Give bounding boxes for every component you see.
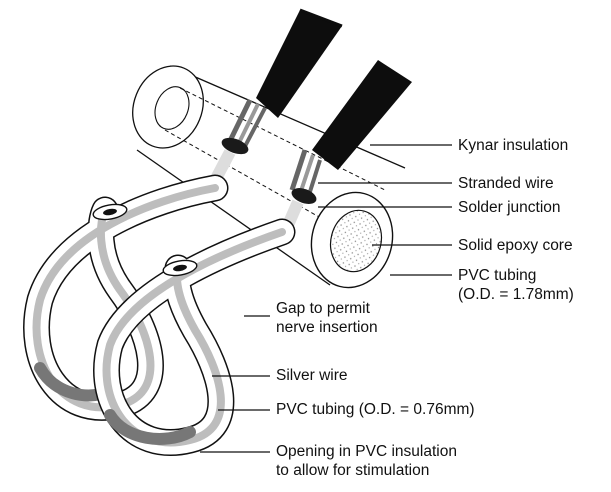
label-pvc-tubing-small: PVC tubing (O.D. = 0.76mm): [276, 401, 475, 418]
front-silver-loop: [93, 218, 296, 456]
label-solid-epoxy-core: Solid epoxy core: [458, 237, 573, 254]
label-opening: Opening in PVC insulation: [276, 443, 457, 460]
label-opening-line2: to allow for stimulation: [276, 462, 430, 479]
label-gap: Gap to permit: [276, 300, 370, 317]
tubing-end-face: [310, 191, 394, 289]
label-silver-wire: Silver wire: [276, 367, 348, 384]
label-pvc-tubing-large: PVC tubing: [458, 267, 537, 284]
left-lead-wire: [204, 8, 343, 193]
leader-lines: [200, 144, 452, 453]
back-silver-loop: [23, 174, 229, 421]
label-gap-line2: nerve insertion: [276, 319, 378, 336]
label-pvc-tubing-large-od: (O.D. = 1.78mm): [458, 286, 574, 303]
label-kynar-insulation: Kynar insulation: [458, 137, 569, 154]
label-stranded-wire: Stranded wire: [458, 175, 554, 192]
label-solder-junction: Solder junction: [458, 199, 561, 216]
